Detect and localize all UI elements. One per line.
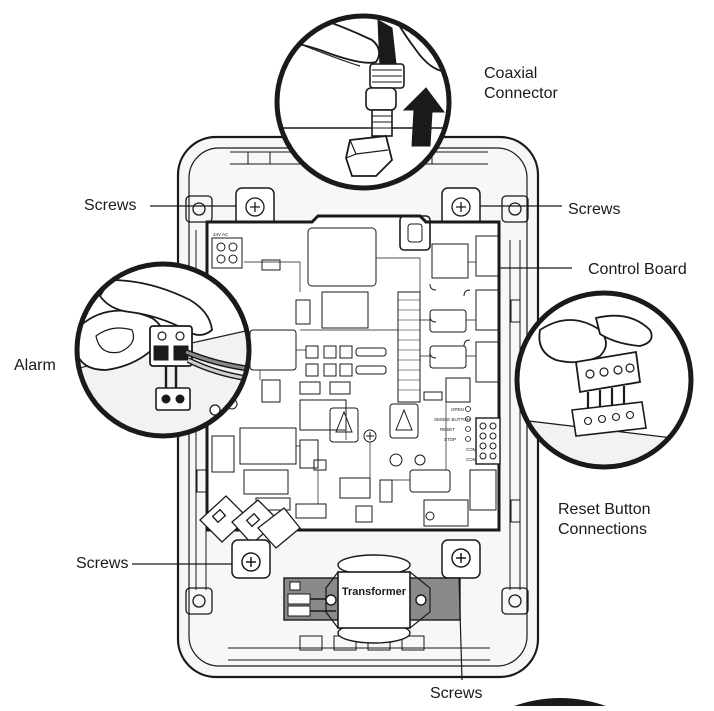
board-label-com2: COM [466,457,477,462]
board-label-open: OPEN [451,407,464,412]
coaxial-connector-label-line2: Connector [484,85,558,102]
control-board [205,214,501,532]
reset-connections-inset [514,290,694,470]
board-label-reset: RESET [440,427,455,432]
alarm-label: Alarm [14,357,56,374]
coaxial-connector-label-line1: Coaxial [484,65,538,82]
screws-bottom-label: Screws [430,685,483,702]
screws-top-right-label: Screws [568,201,621,218]
reset-button-label-line1: Reset Button [558,501,651,518]
board-label-stop: STOP [444,437,456,442]
coaxial-connector-inset [274,13,452,191]
reset-button-label-line2: Connections [558,521,647,538]
leader-lines [132,205,572,681]
transformer-label: Transformer [342,586,407,598]
control-board-label: Control Board [588,261,687,278]
board-label-com1: COM [466,447,477,452]
board-label-smoke: SMOKE BUTTON [434,417,470,422]
alarm-terminal-inset [74,261,252,439]
plug-connectors [199,495,301,549]
partial-inset-edge [514,698,606,706]
bottom-screw-bosses [231,539,481,579]
screws-top-left-label: Screws [84,197,137,214]
transformer [283,554,461,644]
screws-bottom-left-label: Screws [76,555,129,572]
board-label-volt: 24V AC [213,232,229,237]
